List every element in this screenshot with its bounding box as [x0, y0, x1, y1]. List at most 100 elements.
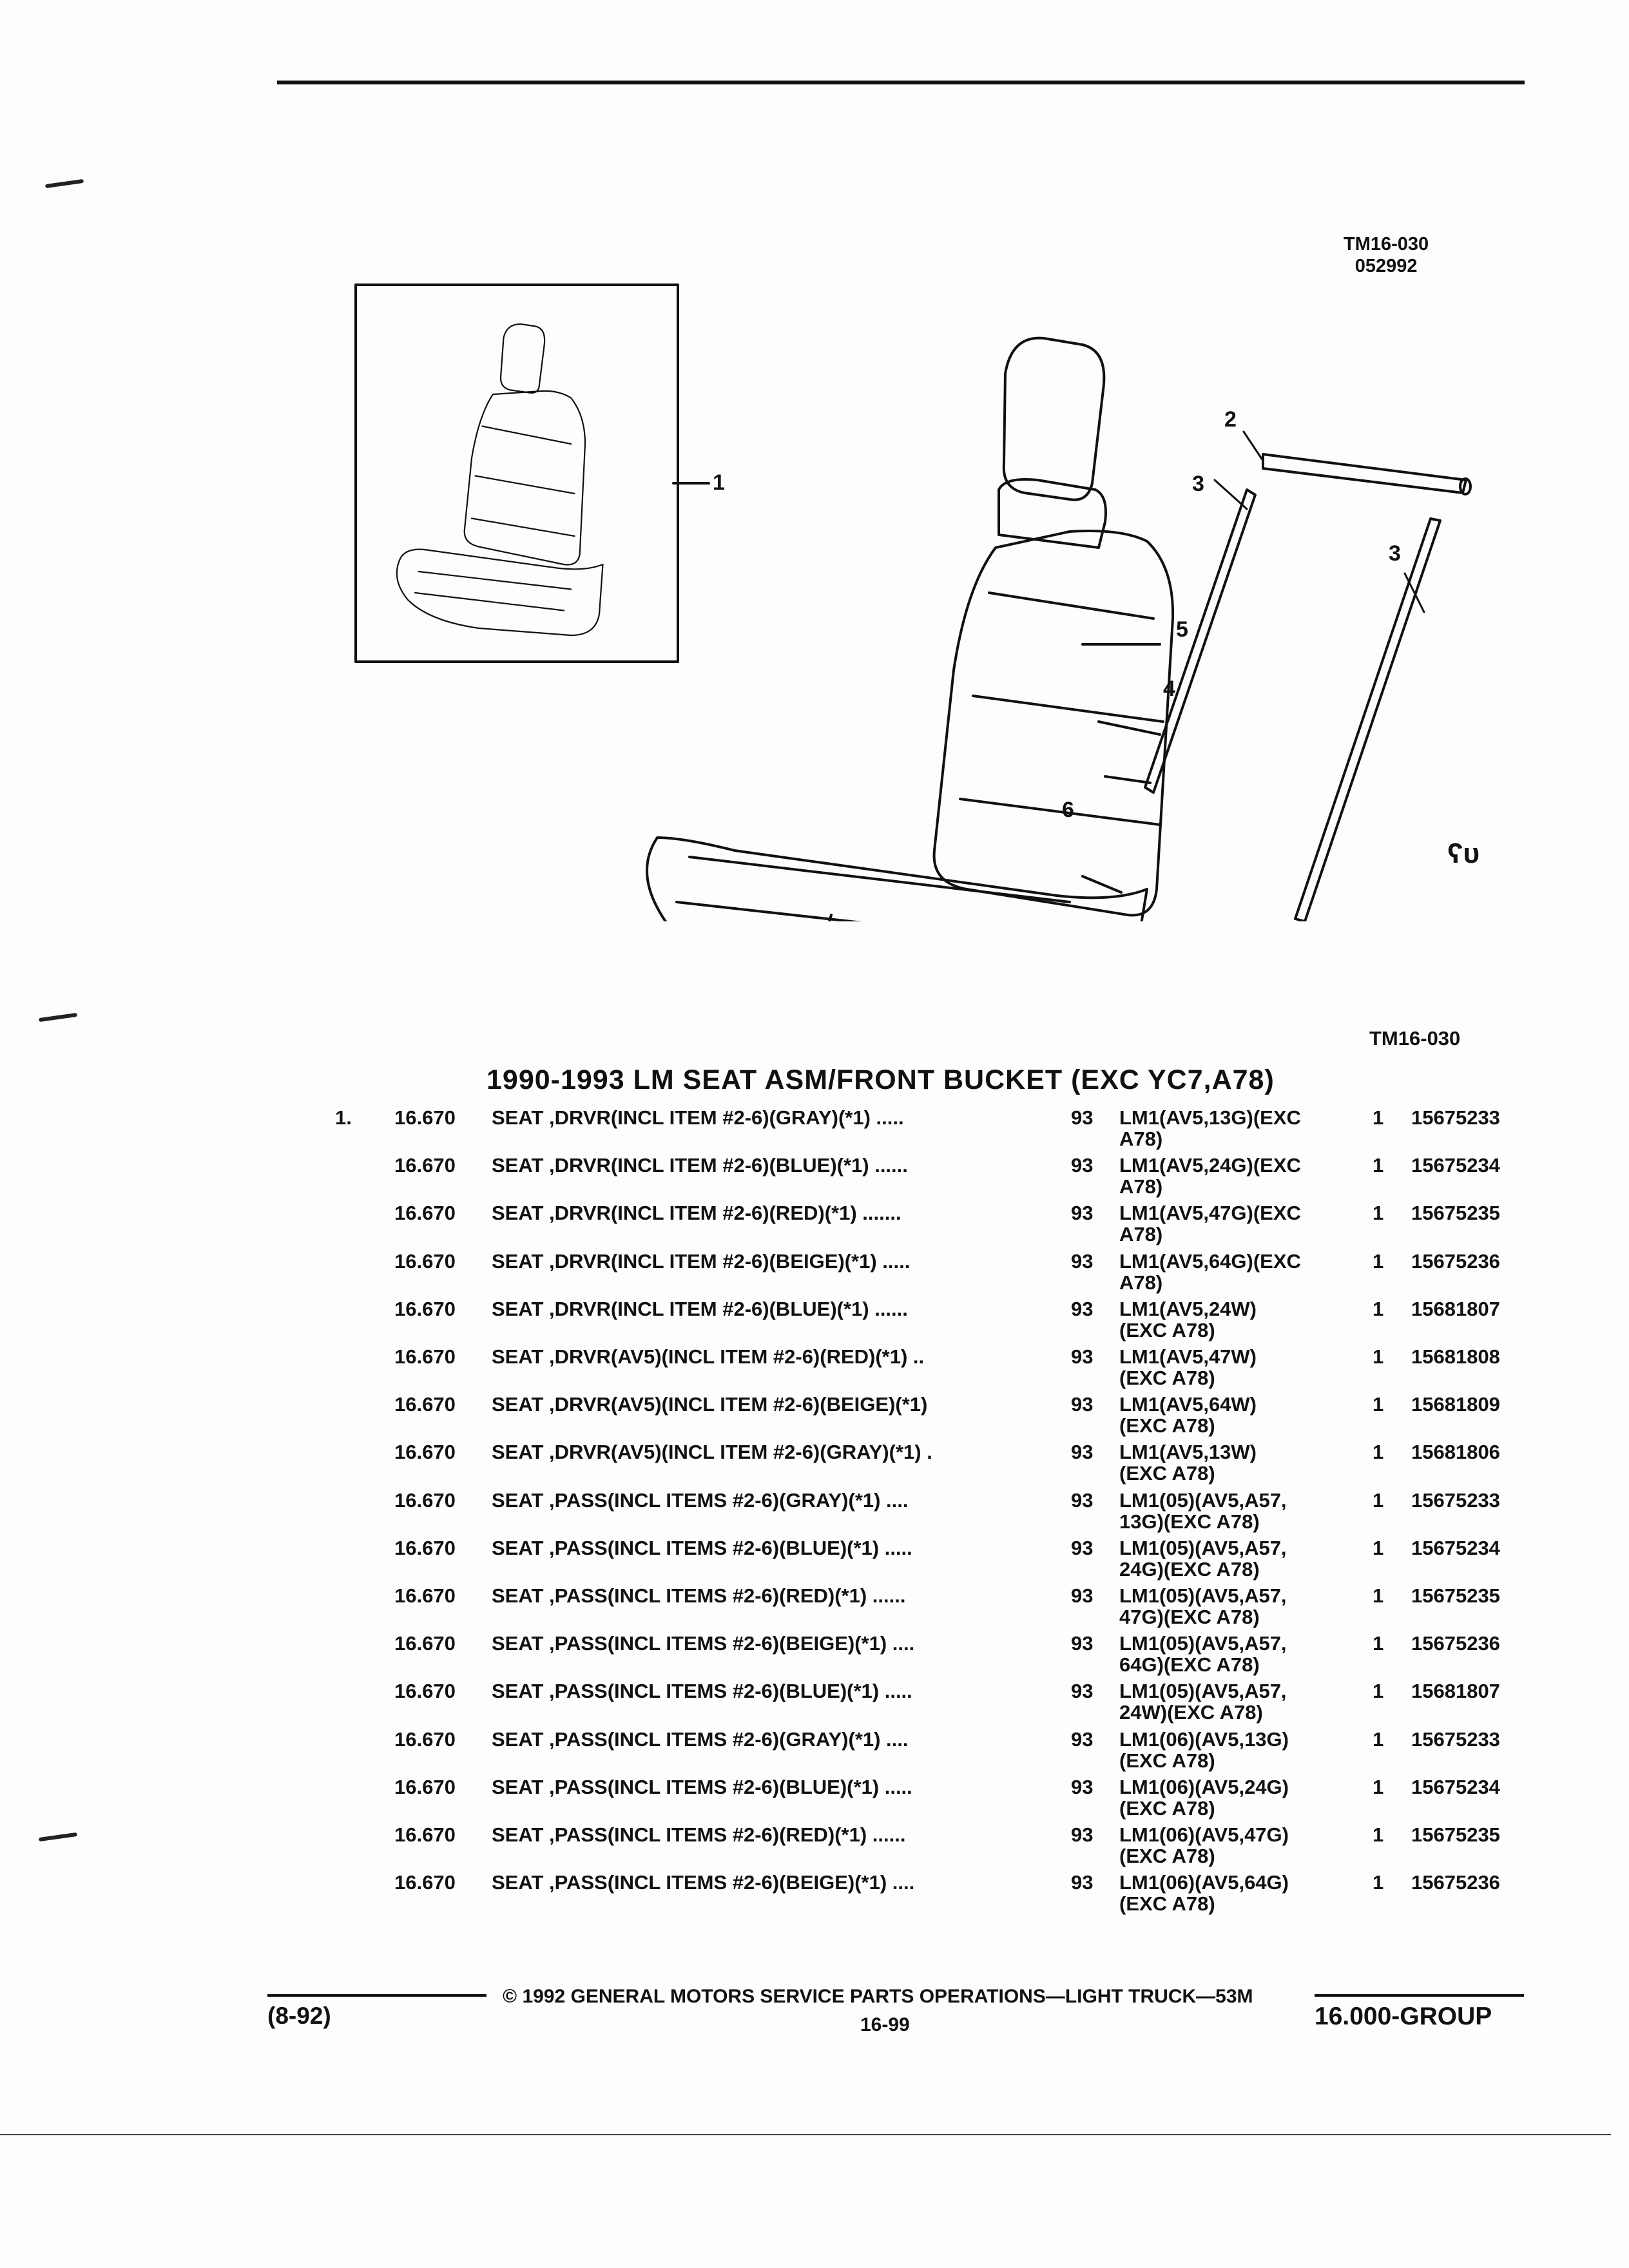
cell-group: 16.670: [394, 1249, 456, 1273]
application-line: LM1(AV5,47G)(EXC: [1119, 1202, 1301, 1225]
cell-year: 93: [1071, 1584, 1094, 1607]
table-row: 16.670 SEAT ,PASS(INCL ITEMS #2-6)(BEIGE)…: [0, 1633, 1629, 1678]
application-line: LM1(AV5,64W): [1119, 1393, 1257, 1416]
cell-qty: 1: [1373, 1727, 1384, 1751]
cell-part: 15681806: [1411, 1441, 1500, 1464]
table-row: 16.670 SEAT ,DRVR(INCL ITEM #2-6)(BLUE)(*…: [0, 1155, 1629, 1200]
application-line: 47G)(EXC A78): [1119, 1606, 1260, 1628]
cell-year: 93: [1071, 1488, 1094, 1512]
cell-qty: 1: [1373, 1871, 1384, 1894]
application-line: LM1(06)(AV5,24G): [1119, 1775, 1289, 1798]
application-line: A78): [1119, 1128, 1163, 1150]
table-row: 16.670 SEAT ,PASS(INCL ITEMS #2-6)(BEIGE)…: [0, 1872, 1629, 1917]
application-line: (EXC A78): [1119, 1845, 1215, 1867]
application-line: (EXC A78): [1119, 1414, 1215, 1437]
cell-qty: 1: [1373, 1488, 1384, 1512]
cell-application: LM1(06)(AV5,13G)(EXC A78): [1119, 1729, 1289, 1771]
cell-desc: SEAT ,DRVR(INCL ITEM #2-6)(BLUE)(*1) ...…: [492, 1154, 908, 1177]
cell-group: 16.670: [394, 1584, 456, 1607]
callout-1: 1: [713, 470, 725, 495]
cell-group: 16.670: [394, 1154, 456, 1177]
cell-group: 16.670: [394, 1632, 456, 1655]
application-line: LM1(05)(AV5,A57,: [1119, 1680, 1287, 1703]
application-line: LM1(06)(AV5,13G): [1119, 1727, 1289, 1751]
cell-group: 16.670: [394, 1297, 456, 1320]
cell-year: 93: [1071, 1536, 1094, 1559]
cell-qty: 1: [1373, 1297, 1384, 1320]
group-label: 16.000-GROUP: [1315, 2003, 1492, 2030]
cell-desc: SEAT ,PASS(INCL ITEMS #2-6)(GRAY)(*1) ..…: [492, 1488, 909, 1512]
cell-desc: SEAT ,DRVR(AV5)(INCL ITEM #2-6)(GRAY)(*1…: [492, 1441, 932, 1464]
cell-group: 16.670: [394, 1775, 456, 1798]
cell-year: 93: [1071, 1871, 1094, 1894]
rod-3-right: [1294, 517, 1441, 921]
cell-desc: SEAT ,PASS(INCL ITEMS #2-6)(BEIGE)(*1) .…: [492, 1871, 915, 1894]
cell-application: LM1(06)(AV5,47G)(EXC A78): [1119, 1824, 1289, 1867]
cell-application: LM1(05)(AV5,A57,64G)(EXC A78): [1119, 1633, 1287, 1675]
figure-code: TM16-030: [1344, 234, 1429, 255]
cell-part: 15675234: [1411, 1775, 1500, 1798]
binder-mark: [44, 178, 84, 189]
cell-desc: SEAT ,PASS(INCL ITEMS #2-6)(BLUE)(*1) ..…: [492, 1536, 912, 1559]
application-line: 24G)(EXC A78): [1119, 1557, 1260, 1581]
application-line: (EXC A78): [1119, 1749, 1215, 1772]
footer-rule-left: [267, 1994, 487, 1997]
cell-desc: SEAT ,PASS(INCL ITEMS #2-6)(RED)(*1) ...…: [492, 1823, 906, 1846]
cell-qty: 1: [1373, 1106, 1384, 1129]
top-rule: [277, 81, 1525, 84]
cell-part: 15681807: [1411, 1680, 1500, 1703]
application-line: 13G)(EXC A78): [1119, 1510, 1260, 1533]
cell-application: LM1(AV5,64W)(EXC A78): [1119, 1394, 1257, 1436]
cell-group: 16.670: [394, 1727, 456, 1751]
cell-qty: 1: [1373, 1441, 1384, 1464]
table-row: 16.670 SEAT ,PASS(INCL ITEMS #2-6)(GRAY)(…: [0, 1729, 1629, 1774]
application-line: A78): [1119, 1223, 1163, 1246]
application-line: LM1(06)(AV5,47G): [1119, 1823, 1289, 1846]
cell-qty: 1: [1373, 1345, 1384, 1368]
cell-part: 15675233: [1411, 1727, 1500, 1751]
cell-desc: SEAT ,PASS(INCL ITEMS #2-6)(GRAY)(*1) ..…: [492, 1727, 909, 1751]
cell-desc: SEAT ,PASS(INCL ITEMS #2-6)(BLUE)(*1) ..…: [492, 1680, 912, 1703]
application-line: (EXC A78): [1119, 1367, 1215, 1389]
cell-group: 16.670: [394, 1345, 456, 1368]
rod-2: [1242, 430, 1472, 495]
cell-desc: SEAT ,PASS(INCL ITEMS #2-6)(RED)(*1) ...…: [492, 1584, 906, 1607]
cell-part: 15675236: [1411, 1249, 1500, 1273]
cell-part: 15675235: [1411, 1823, 1500, 1846]
application-line: A78): [1119, 1175, 1163, 1198]
seat-illustration: 1 2 3 3 4 5 6: [354, 284, 1472, 921]
cell-application: LM1(AV5,47W)(EXC A78): [1119, 1346, 1257, 1389]
application-line: LM1(05)(AV5,A57,: [1119, 1536, 1287, 1559]
cell-group: 16.670: [394, 1106, 456, 1129]
cell-group: 16.670: [394, 1871, 456, 1894]
application-line: (EXC A78): [1119, 1892, 1215, 1916]
cell-year: 93: [1071, 1106, 1094, 1129]
cell-year: 93: [1071, 1727, 1094, 1751]
cell-desc: SEAT ,PASS(INCL ITEMS #2-6)(BEIGE)(*1) .…: [492, 1632, 915, 1655]
cell-part: 15681807: [1411, 1297, 1500, 1320]
table-row: 16.670 SEAT ,PASS(INCL ITEMS #2-6)(RED)(*…: [0, 1585, 1629, 1630]
application-line: (EXC A78): [1119, 1318, 1215, 1341]
cell-qty: 1: [1373, 1249, 1384, 1273]
footer-rule-right: [1315, 1994, 1524, 1997]
inset-frame: [354, 284, 679, 663]
cell-application: LM1(05)(AV5,A57,47G)(EXC A78): [1119, 1585, 1287, 1628]
callout-3a: 3: [1192, 472, 1204, 496]
cell-application: LM1(AV5,13W)(EXC A78): [1119, 1441, 1257, 1484]
callout-3b: 3: [1389, 541, 1401, 566]
cell-year: 93: [1071, 1823, 1094, 1846]
publisher-logo-icon: ʕᴜ: [1447, 838, 1480, 869]
cell-year: 93: [1071, 1297, 1094, 1320]
application-line: LM1(AV5,13W): [1119, 1441, 1257, 1464]
cell-group: 16.670: [394, 1202, 456, 1225]
application-line: A78): [1119, 1271, 1163, 1294]
application-line: LM1(06)(AV5,64G): [1119, 1871, 1289, 1894]
cell-year: 93: [1071, 1249, 1094, 1273]
cell-qty: 1: [1373, 1393, 1384, 1416]
